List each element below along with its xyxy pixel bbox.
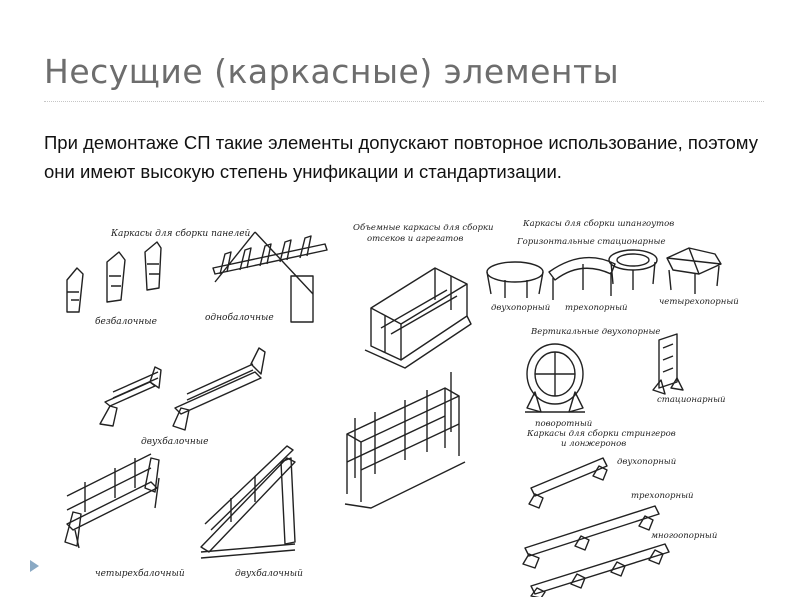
inclined-two-beam-frame-drawing bbox=[200, 445, 296, 559]
four-beam-caption: четырехбалочный bbox=[95, 568, 185, 579]
frame-structures-illustration: Каркасы для сборки панелей безбалочные о… bbox=[55, 212, 760, 597]
vertical-two-support-caption: Вертикальные двухопорные bbox=[530, 327, 660, 337]
shpangout-frames-caption: Каркасы для сборки шпангоутов bbox=[522, 218, 674, 229]
volume-frame-drawing bbox=[364, 267, 472, 369]
vertical-shpangout-frames-drawing bbox=[525, 333, 684, 413]
horizontal-stationary-caption: Горизонтальные стационарные bbox=[516, 237, 666, 247]
four-beam-frame-drawing bbox=[64, 453, 160, 549]
stringer-multi-support-caption: многоопорный bbox=[651, 531, 717, 541]
title-divider bbox=[44, 101, 764, 102]
two-beam-inclined-caption: двухбалочный bbox=[235, 568, 303, 579]
beamless-frames-drawing bbox=[66, 241, 162, 313]
two-beam-caption: двухбалочные bbox=[141, 436, 208, 447]
beamless-caption: безбалочные bbox=[95, 316, 157, 327]
rotary-caption: поворотный bbox=[535, 419, 592, 429]
slide-title: Несущие (каркасные) элементы bbox=[44, 52, 620, 91]
stringer-frames-drawing bbox=[522, 457, 670, 597]
stringer-two-support-caption: двухопорный bbox=[617, 457, 676, 467]
three-support-caption: трехопорный bbox=[565, 303, 627, 313]
four-support-caption: четырехопорный bbox=[659, 297, 739, 307]
two-support-caption: двухопорный bbox=[491, 303, 550, 313]
bullet-arrow-icon bbox=[30, 560, 39, 572]
stringer-frames-caption: Каркасы для сборки стрингеров bbox=[526, 428, 676, 439]
stringer-three-support-caption: трехопорный bbox=[631, 491, 693, 501]
two-beam-frames-drawing bbox=[99, 347, 266, 431]
stationary-caption: стационарный bbox=[657, 395, 726, 405]
illustration-drawing: Каркасы для сборки панелей безбалочные о… bbox=[64, 218, 739, 597]
panel-frames-caption: Каркасы для сборки панелей bbox=[110, 228, 251, 239]
slide-body-text: При демонтаже СП такие элементы допускаю… bbox=[44, 132, 758, 182]
volume-frame-large-drawing bbox=[344, 372, 466, 509]
volume-frames-caption-line2: отсеков и агрегатов bbox=[367, 234, 463, 244]
volume-frames-caption: Объемные каркасы для сборки bbox=[353, 222, 493, 233]
single-beam-frame-drawing bbox=[212, 231, 328, 323]
horizontal-shpangout-frames-drawing bbox=[486, 247, 722, 300]
single-beam-caption: однобалочные bbox=[205, 312, 274, 323]
stringer-frames-caption-line2: и лонжеронов bbox=[561, 439, 626, 449]
